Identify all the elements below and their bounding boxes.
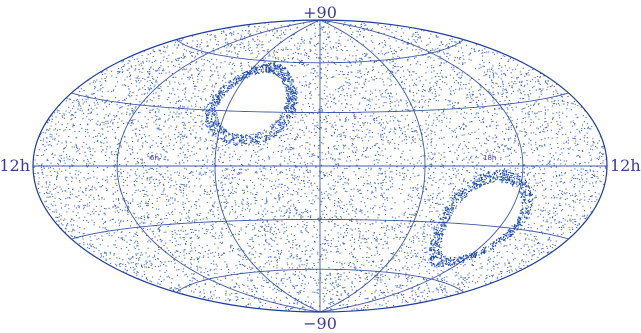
grid-meridian	[214, 19, 321, 313]
coordinate-grid	[33, 19, 607, 313]
grid-meridian	[319, 19, 426, 313]
grid-meridian	[319, 19, 524, 313]
grid-label-6h: 6h	[150, 154, 159, 162]
grid-meridian	[116, 19, 321, 313]
hole-rim-2	[428, 169, 534, 268]
map-outline	[32, 19, 608, 313]
point-cloud	[33, 19, 608, 313]
label-right: 12h	[610, 156, 641, 175]
grid-label-18h: 18h	[483, 154, 496, 162]
label-bottom: −90	[303, 314, 337, 333]
label-left: 12h	[0, 156, 30, 175]
hole-rim-1	[205, 62, 298, 147]
label-top: +90	[303, 3, 337, 22]
